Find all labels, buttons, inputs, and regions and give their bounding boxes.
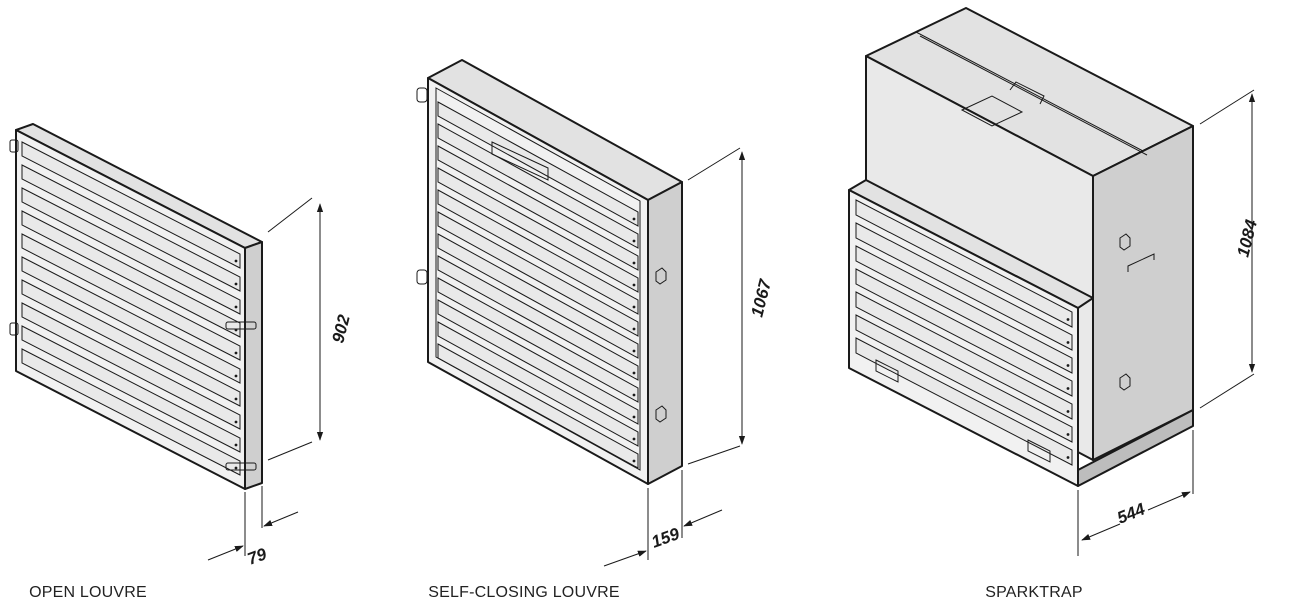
slat-rivet (632, 327, 636, 331)
louvre-slat (855, 199, 1073, 328)
open-louvre-height-dimension: 902 (267, 197, 354, 461)
self-closing-hinges (416, 87, 428, 285)
louvre-slat (21, 302, 241, 430)
self-closing-height-label: 1067 (747, 276, 775, 319)
self-closing-louvre-caption: SELF-CLOSING LOUVRE (428, 584, 620, 601)
sparktrap-height-dimension: 1084 (1199, 89, 1261, 409)
self-closing-height-dimension: 1067 (687, 147, 775, 465)
sparktrap-bottom-panel-right (1027, 439, 1051, 463)
louvre-slat (855, 291, 1073, 420)
slat-rivet (632, 437, 636, 441)
louvre-slat (21, 233, 241, 361)
louvre-slat (437, 233, 639, 359)
slat-rivet (1066, 410, 1070, 413)
slat-rivet (234, 397, 238, 401)
louvre-slat (21, 164, 241, 292)
sparktrap-top-hatch (960, 95, 1024, 127)
louvre-slat (21, 141, 241, 269)
self-closing-depth-dimension: 159 (603, 470, 723, 567)
slat-rivet (234, 259, 238, 263)
self-closing-louvre-drawing (416, 59, 683, 485)
slat-rivet (234, 305, 238, 309)
slat-rivet (1066, 433, 1070, 436)
louvre-slat (21, 256, 241, 384)
self-closing-depth-label: 159 (649, 524, 683, 552)
louvre-slat (437, 189, 639, 315)
slat-rivet (632, 371, 636, 375)
slat-rivet (632, 283, 636, 287)
slat-rivet (1066, 364, 1070, 367)
slat-rivet (234, 420, 238, 424)
louvre-slat (437, 101, 639, 227)
louvre-slat (855, 245, 1073, 374)
slat-rivet (234, 351, 238, 355)
sparktrap-top-seam-2 (919, 35, 1148, 156)
louvre-slat (855, 268, 1073, 397)
open-louvre-caption: OPEN LOUVRE (29, 584, 147, 601)
sparktrap-height-label: 1084 (1233, 217, 1261, 259)
self-closing-louvre-slats (437, 101, 639, 469)
slat-rivet (632, 217, 636, 221)
louvre-slat (21, 187, 241, 315)
louvre-slat (855, 222, 1073, 351)
slat-rivet (1066, 318, 1070, 321)
slat-rivet (632, 459, 636, 463)
sparktrap-top-seam (915, 31, 1144, 152)
slat-rivet (632, 393, 636, 397)
open-louvre-hinges (9, 139, 257, 471)
sparktrap-depth-label: 544 (1114, 499, 1148, 527)
slat-rivet (234, 443, 238, 447)
open-louvre-slats (21, 141, 241, 476)
louvre-slat (437, 167, 639, 293)
open-louvre-height-label: 902 (328, 312, 353, 345)
open-louvre-depth-dimension: 79 (207, 486, 299, 569)
louvre-slat (855, 337, 1073, 466)
open-louvre-drawing (9, 123, 263, 490)
slat-rivet (1066, 387, 1070, 390)
louvre-slat (21, 210, 241, 338)
louvre-slat (855, 314, 1073, 443)
sparktrap-top-handle (1009, 81, 1045, 105)
louvre-slat (437, 123, 639, 249)
slat-rivet (632, 239, 636, 243)
louvre-slat (437, 321, 639, 447)
sparktrap-caption: SPARKTRAP (985, 584, 1083, 601)
sparktrap-box-side-face (1092, 125, 1194, 461)
slat-rivet (1066, 456, 1070, 459)
open-louvre-side-face (244, 241, 263, 490)
louvre-slat (437, 299, 639, 425)
self-closing-side-face (647, 181, 683, 485)
sparktrap-side-handle (1127, 253, 1155, 272)
louvre-slat (21, 325, 241, 453)
slat-rivet (1066, 341, 1070, 344)
slat-rivet (632, 305, 636, 309)
louvre-slat (21, 348, 241, 476)
open-louvre-depth-label: 79 (245, 544, 270, 569)
slat-rivet (632, 415, 636, 419)
louvre-slat (21, 279, 241, 407)
sparktrap-drawing (848, 7, 1194, 487)
self-closing-top-plate (491, 141, 549, 181)
slat-rivet (632, 261, 636, 265)
sparktrap-side-latches (1119, 233, 1131, 391)
sparktrap-louvre-slats (855, 199, 1073, 466)
slat-rivet (234, 466, 238, 470)
sparktrap-bottom-panel-left (875, 359, 899, 383)
slat-rivet (632, 349, 636, 353)
self-closing-inner-frame (435, 87, 641, 471)
louvre-slat (437, 255, 639, 381)
louvre-slat (437, 211, 639, 337)
slat-rivet (234, 282, 238, 286)
louvre-slat (437, 145, 639, 271)
louvre-slat (437, 343, 639, 469)
self-closing-side-latches (655, 267, 667, 423)
louvre-slat (437, 277, 639, 403)
slat-rivet (234, 374, 238, 378)
